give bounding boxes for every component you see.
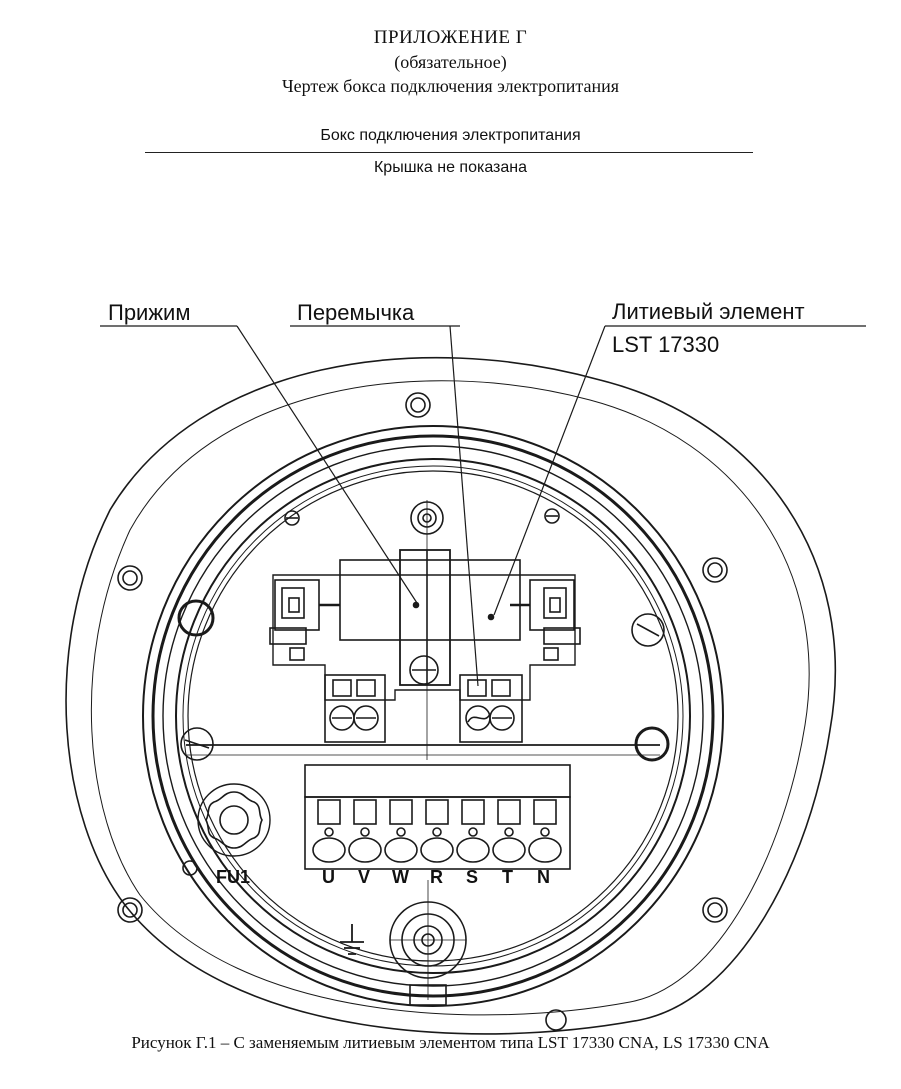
terminal-label-t: T bbox=[502, 867, 513, 887]
battery-holder-right bbox=[510, 579, 581, 661]
battery-body bbox=[339, 559, 521, 641]
appendix-title: ПРИЛОЖЕНИЕ Г bbox=[373, 27, 528, 48]
terminal-label-n: N bbox=[537, 867, 550, 887]
terminal-block-left bbox=[324, 674, 386, 743]
cavity bbox=[187, 470, 679, 962]
power-terminal-strip bbox=[304, 764, 571, 870]
fuse-holder bbox=[197, 783, 271, 857]
cable-gland bbox=[389, 880, 467, 1006]
large-screws bbox=[177, 501, 670, 762]
terminal-labels: U V W R S T N bbox=[318, 867, 568, 891]
terminal-slots bbox=[317, 799, 557, 825]
drawing-title: Бокс подключения электропитания bbox=[320, 127, 581, 144]
appendix-mark: (обязательное) bbox=[394, 52, 507, 72]
terminal-screws bbox=[312, 827, 562, 863]
callout-lithium-model: LST 17330 bbox=[612, 332, 720, 357]
fuse-label: FU1 bbox=[216, 867, 251, 887]
callout-jumper: Перемычка bbox=[297, 300, 415, 325]
appendix-subtitle: Чертеж бокса подключения электропитания bbox=[281, 76, 620, 96]
terminal-block-right bbox=[459, 674, 523, 743]
callout-clamp: Прижим bbox=[108, 300, 191, 325]
battery-holder-left bbox=[269, 579, 340, 661]
terminal-label-r: R bbox=[430, 867, 443, 887]
flange-ring bbox=[151, 434, 715, 998]
terminal-label-u: U bbox=[322, 867, 335, 887]
flange-screws bbox=[117, 392, 728, 1031]
flange-ring-inner bbox=[162, 445, 704, 987]
figure-caption: Рисунок Г.1 – С заменяемым литиевым элем… bbox=[131, 1033, 770, 1052]
housing-inner-outline bbox=[90, 380, 810, 1016]
ground-icon bbox=[340, 924, 364, 955]
callout-lithium-cell: Литиевый элемент bbox=[612, 299, 805, 324]
terminal-label-v: V bbox=[358, 867, 371, 887]
callout-leaders bbox=[100, 325, 866, 687]
flange-ring-outer bbox=[142, 425, 724, 1007]
box-opening bbox=[175, 458, 691, 974]
terminal-label-w: W bbox=[392, 867, 409, 887]
housing-outline bbox=[65, 356, 837, 1035]
box-opening-inner bbox=[182, 465, 684, 967]
cover-note: Крышка не показана bbox=[373, 159, 528, 176]
terminal-label-s: S bbox=[466, 867, 479, 887]
clamp-screw bbox=[409, 655, 439, 685]
title-rule bbox=[145, 152, 753, 153]
clamp-bar bbox=[399, 549, 451, 686]
